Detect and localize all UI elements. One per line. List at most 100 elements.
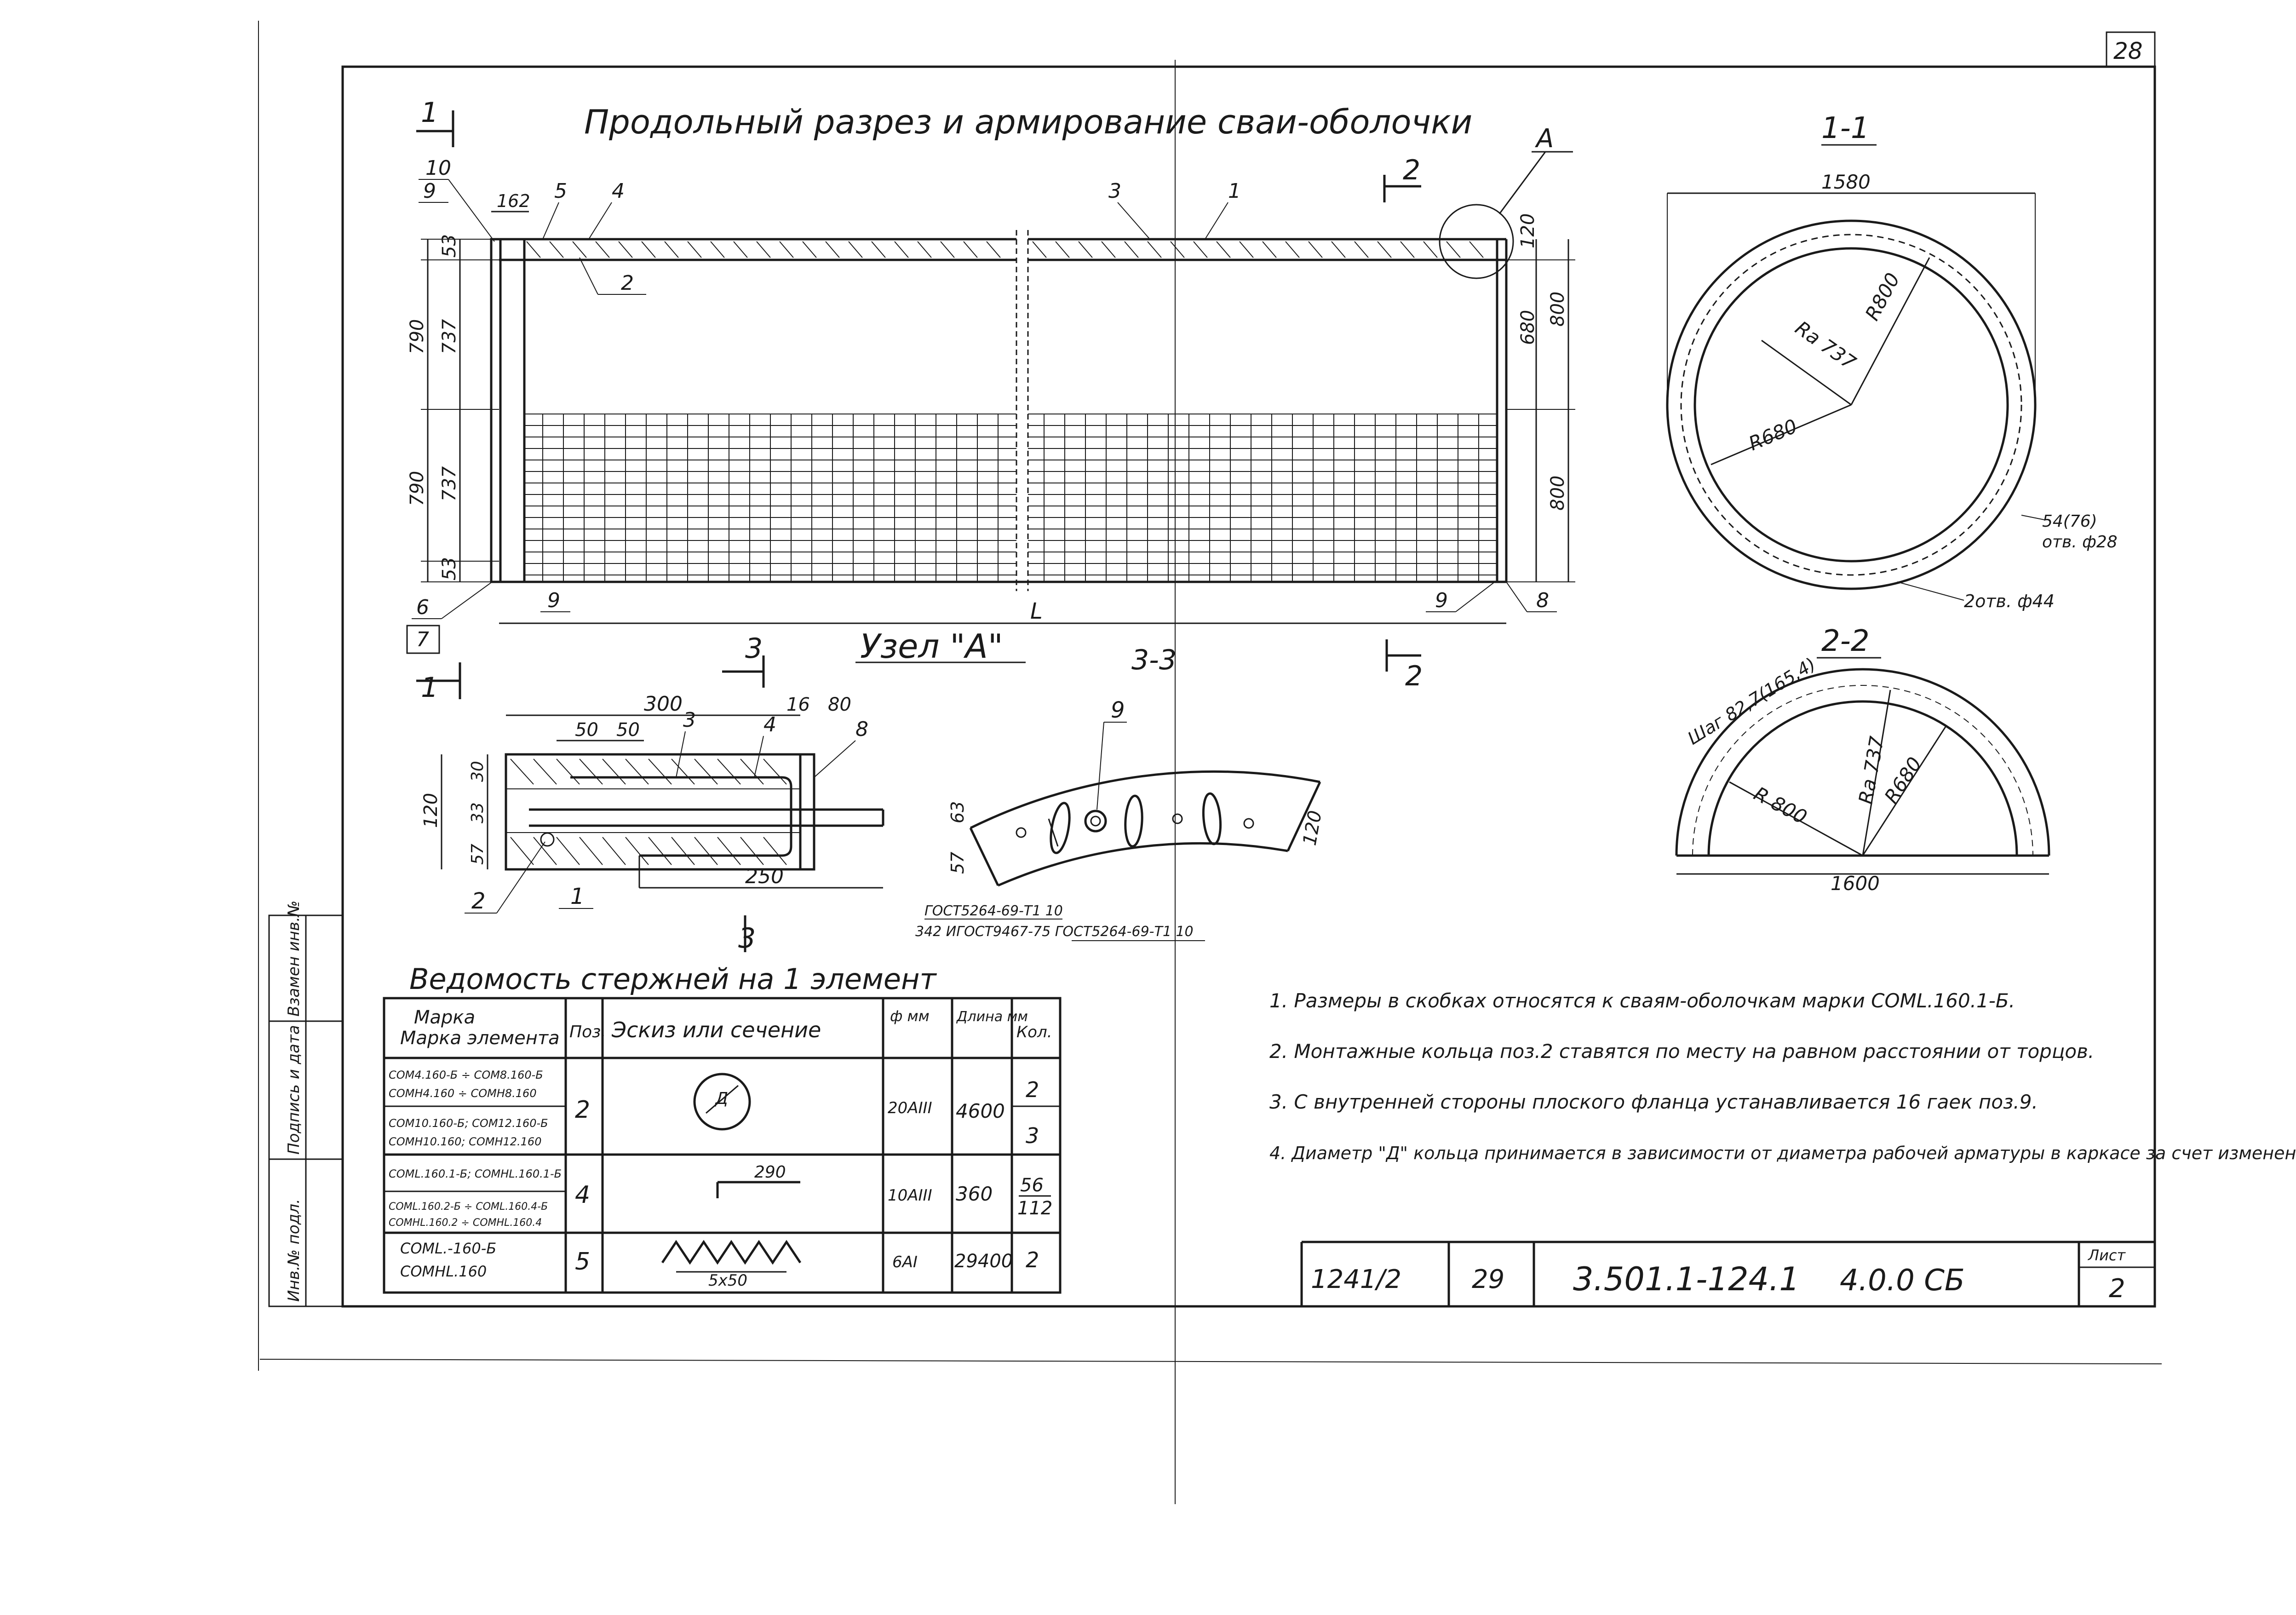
rebar-table-frame [383,997,1062,1294]
dim-left-53-top: 53 [439,234,460,258]
section-3-3-outer-arc [970,770,1320,829]
pos-9-left-bottom: 9 [547,589,560,612]
node-a-pos-4: 4 [763,713,776,736]
title-block: 1241/2 29 3.501.1-124.1 4.0.0 СБ Лист 2 [1300,1241,2155,1306]
node-a-dim-50-a: 50 [575,719,598,741]
node-a-dim-300: 300 [644,692,683,716]
row1-mark-b: СОМН4.160 ÷ СОМН8.160 [389,1087,537,1100]
row1-len: 4600 [956,1100,1005,1122]
note-3: 3. С внутренней стороны плоского фланца … [1269,1091,2038,1113]
row4-mark-a: СОМL.160.2-Б ÷ СОМL.160.4-Б [389,1201,548,1213]
dim-left-737-top: 737 [439,319,460,354]
node-a-pos-1: 1 [570,884,585,909]
th-pos: Поз. [569,1023,606,1041]
section-mark-2-top: 2 [1403,154,1420,186]
th-mark-1: Марка [414,1007,475,1028]
pos-4: 4 [612,179,625,203]
tb-page-no: 29 [1472,1264,1504,1294]
rebar-table-title: Ведомость стержней на 1 элемент [409,962,937,996]
section-2-2-pitch: Шаг 82,7(165,4) [1684,654,1819,748]
node-a-dim-250: 250 [745,865,784,888]
dim-left-790-bottom: 790 [407,471,428,506]
stamp-inv: Инв.№ подл. [285,1199,303,1302]
pos-7-box [406,625,440,654]
section-3-3-weld-note-1: ГОСТ5264-69-Т1 10 [924,903,1063,919]
section-1-1-holes-dia: отв. ф28 [2042,533,2118,552]
section-3-3: 3-3 9 63 57 120 ГОСТ5264-69-Т1 10 342 ИГ… [915,644,1326,941]
node-a-marker [1439,204,1514,279]
notes: 1. Размеры в скобках относятся к сваям-о… [1269,989,2296,1163]
dim-162: 162 [497,191,530,211]
section-1-1: 1-1 1580 R800 Ra 737 R680 54(76) отв. ф2… [1666,111,2118,611]
pos-1: 1 [1228,179,1241,203]
row1-ring-label: Д [714,1089,728,1108]
note-4: 4. Диаметр "Д" кольца принимается в зави… [1269,1143,2296,1163]
pos-6: 6 [416,596,429,619]
tb-list-no: 2 [2109,1274,2125,1304]
tb-list-label: Лист [2088,1247,2126,1264]
th-dia: ф мм [890,1007,930,1025]
th-mark: Марка элемента [400,1028,560,1049]
row2-qty: 3 [1026,1123,1039,1148]
section-3-3-pos-9: 9 [1111,697,1125,723]
row1-pos: 2 [575,1096,590,1124]
row3-pos: 4 [575,1181,590,1209]
section-1-1-label: 1-1 [1821,111,1870,145]
pos-5: 5 [554,179,567,203]
node-a-pos-3: 3 [683,708,696,732]
node-a-dim-57: 57 [468,844,487,865]
section-2-2-label: 2-2 [1821,624,1870,658]
row5-zigzag-dim: 5х50 [708,1271,747,1290]
row4-qty: 112 [1017,1198,1052,1219]
tb-archive-no: 1241/2 [1311,1264,1401,1294]
row5-mark-a: СОМL.-160-Б [400,1240,496,1257]
row1-ring-sketch [693,1073,751,1131]
pos-7: 7 [416,628,429,651]
row5-dia: 6АI [892,1253,918,1271]
section-3-3-dim-57: 57 [947,852,968,874]
node-a-pos-8: 8 [855,718,868,741]
row5-zigzag-sketch [661,1240,802,1265]
row3-hook-dim: 290 [754,1163,786,1182]
node-a-title: Узел "А" [860,627,1003,666]
row2-mark-a: СОМ10.160-Б; СОМ12.160-Б [389,1117,548,1130]
section-2-2: 2-2 1600 R 800 Ra 737 R680 Шаг 82,7(165,… [1675,624,2050,895]
section-3-3-label: 3-3 [1131,644,1177,676]
rebar-table: Ведомость стержней на 1 элемент Марка Ма… [383,962,1062,1294]
row1-dia: 20АIII [888,1099,932,1117]
section-3-3-dim-120: 120 [1299,809,1326,847]
pos-2: 2 [621,271,634,295]
dim-left-737-bottom: 737 [439,466,460,501]
node-a-section-mark-bottom: 3 [738,922,756,954]
main-title: Продольный разрез и армирование сваи-обо… [584,103,1472,141]
node-a-dim-80: 80 [828,694,851,715]
dim-right-800-bottom: 800 [1547,476,1568,511]
section-1-1-holes-44: 2отв. ф44 [1964,591,2055,611]
tb-part: 4.0.0 СБ [1840,1264,1965,1298]
th-length: Длина мм [956,1009,1028,1025]
row3-qty: 56 [1020,1175,1044,1196]
section-mark-2-bottom: 2 [1405,660,1423,692]
row2-mark-b: СОМН10.160; СОМН12.160 [389,1135,541,1148]
row3-dia: 10АIII [888,1186,932,1205]
row5-mark-b: СОМНL.160 [400,1263,487,1280]
longitudinal-section: 1 1 2 2 [406,97,1575,704]
section-2-2-r800: R 800 [1750,782,1810,829]
row5-len: 29400 [954,1251,1013,1272]
page-corner-number: 28 [2113,38,2143,64]
node-a-letter: А [1535,124,1554,154]
inner-frame [341,65,2156,1308]
node-a-dim-50-b: 50 [616,719,640,741]
dim-right-800-top: 800 [1547,292,1568,327]
page-corner-box [2106,31,2156,68]
section-mark-1-top: 1 [421,97,438,129]
row3-len: 360 [956,1183,993,1205]
section-mark-1-bottom: 1 [421,672,438,704]
row4-mark-b: СОМНL.160.2 ÷ СОМНL.160.4 [389,1217,542,1229]
section-1-1-r680: R680 [1745,414,1801,455]
section-2-2-outer-arc [1675,668,2050,856]
row1-qty: 2 [1026,1077,1039,1102]
th-sketch: Эскиз или сечение [611,1017,821,1042]
pos-8: 8 [1536,589,1549,612]
